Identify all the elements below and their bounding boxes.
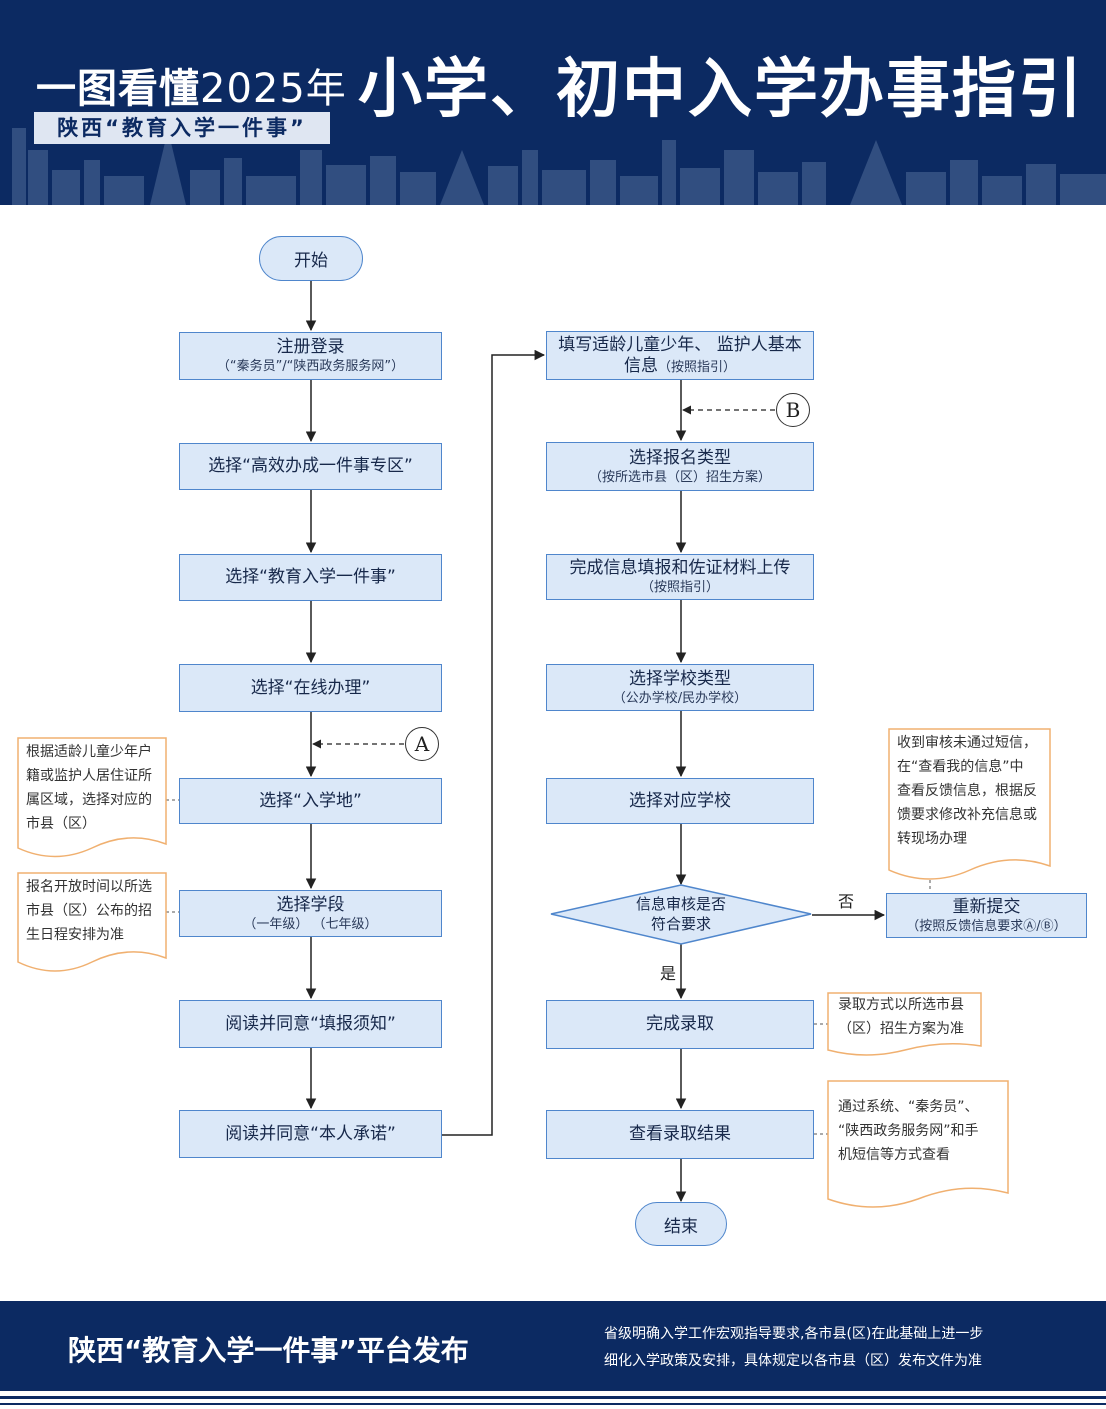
note-result: 通过系统、“秦务员”、 “陕西政务服务网”和手 机短信等方式查看 <box>832 1095 1008 1167</box>
note-line: 在“查看我的信息”中 <box>897 759 1024 775</box>
decision-diamond <box>550 884 812 945</box>
step-main: 填写适龄儿童少年、 监护人基本 <box>558 334 802 355</box>
step-admission: 完成录取 <box>546 1000 814 1049</box>
step-main: 选择“教育入学一件事” <box>225 567 396 587</box>
step-online: 选择“在线办理” <box>179 664 442 712</box>
note-line: 属区域，选择对应的 <box>26 792 152 808</box>
start-node: 开始 <box>259 236 363 281</box>
note-review: 收到审核未通过短信， 在“查看我的信息”中 查看反馈信息，根据反 馈要求修改补充… <box>891 731 1050 851</box>
footer-banner: 陕西“教育入学一件事”平台发布 省级明确入学工作宏观指导要求,各市县(区)在此基… <box>0 1301 1106 1391</box>
header-subtitle: 陕西“教育入学一件事” <box>34 112 330 144</box>
note-line: 生日程安排为准 <box>26 927 124 943</box>
note-line: 报名开放时间以所选 <box>26 879 152 895</box>
step-resubmit: 重新提交 （按照反馈信息要求Ⓐ/Ⓑ） <box>886 893 1087 938</box>
arrow-cross-to-right-column <box>442 349 546 1136</box>
step-sub: （按照指引） <box>657 359 736 375</box>
step-main: 阅读并同意“本人承诺” <box>225 1123 396 1144</box>
step-fill-info: 填写适龄儿童少年、 监护人基本 信息（按照指引） <box>546 331 814 380</box>
label-yes: 是 <box>660 964 677 983</box>
step-upload: 完成信息填报和佐证材料上传 （按照指引） <box>546 554 814 600</box>
note-line: 市县（区） <box>26 816 96 832</box>
step-main: 选择“入学地” <box>259 790 362 811</box>
note-admission: 录取方式以所选市县 （区）招生方案为准 <box>832 993 982 1041</box>
decision-line2: 符合要求 <box>650 915 711 933</box>
header-year: 2025年 <box>200 66 347 112</box>
step-school-type: 选择学校类型 （公办学校/民办学校） <box>546 664 814 711</box>
step-main: 完成信息填报和佐证材料上传 <box>569 558 791 578</box>
step-main: 重新提交 <box>952 896 1021 917</box>
step-view-result: 查看录取结果 <box>546 1110 814 1159</box>
note-line: 通过系统、“秦务员”、 <box>838 1099 979 1115</box>
step-main: 查看录取结果 <box>629 1124 731 1144</box>
note-line: 转现场办理 <box>897 831 967 847</box>
step-main-cont: 信息 <box>623 355 658 376</box>
connector-a: A <box>405 727 439 761</box>
note-line: “陕西政务服务网”和手 <box>838 1123 979 1139</box>
step-sub: （公办学校/民办学校） <box>612 690 748 706</box>
header-banner: 一图看懂2025年 陕西“教育入学一件事” 小学、初中入学办事指引 <box>0 0 1106 205</box>
header-line1: 一图看懂2025年 <box>36 56 347 114</box>
step-main: 注册登录 <box>276 337 345 357</box>
step-sub: （一年级） （七年级） <box>243 916 378 932</box>
note-line: 录取方式以所选市县 <box>838 997 964 1013</box>
step-main: 选择“高效办成一件事专区” <box>208 456 413 476</box>
step-main: 选择学段 <box>276 894 345 915</box>
step-select-grade: 选择学段 （一年级） （七年级） <box>179 890 442 937</box>
note-shape-result <box>827 1080 1009 1208</box>
note-line: （区）招生方案为准 <box>838 1021 964 1037</box>
step-main: 选择“在线办理” <box>250 677 371 698</box>
note-line: 市县（区）公布的招 <box>26 903 152 919</box>
note-shape-region <box>17 737 167 858</box>
footer-line2: 细化入学政策及安排，具体规定以各市县（区）发布文件为准 <box>604 1353 982 1369</box>
step-select-type: 选择报名类型 （按所选市县（区）招生方案） <box>546 442 814 491</box>
step-main: 选择对应学校 <box>629 790 731 811</box>
step-select-location: 选择“入学地” <box>179 778 442 824</box>
footer-line1: 省级明确入学工作宏观指导要求,各市县(区)在此基础上进一步 <box>604 1326 984 1342</box>
note-time: 报名开放时间以所选 市县（区）公布的招 生日程安排为准 <box>20 875 166 947</box>
step-main-line2: 信息（按照指引） <box>624 356 736 377</box>
step-select-zone: 选择“高效办成一件事专区” <box>179 443 442 490</box>
step-main: 完成录取 <box>646 1014 714 1034</box>
note-region: 根据适龄儿童少年户 籍或监护人居住证所 属区域，选择对应的 市县（区） <box>20 740 166 836</box>
step-select-education: 选择“教育入学一件事” <box>179 554 442 601</box>
step-register: 注册登录 （“秦务员”/“陕西政务服务网”） <box>179 332 442 380</box>
step-sub: （按照指引） <box>640 580 719 595</box>
connector-b: B <box>776 393 810 427</box>
note-line: 机短信等方式查看 <box>838 1147 950 1163</box>
label-no: 否 <box>838 892 855 911</box>
note-line: 馈要求修改补充信息或 <box>897 807 1037 823</box>
step-main: 选择报名类型 <box>629 447 731 468</box>
note-shape-admission <box>827 992 982 1056</box>
decision-line1: 信息审核是否 <box>635 895 726 913</box>
city-skyline-illustration <box>12 128 1106 205</box>
footer-publisher: 陕西“教育入学一件事”平台发布 <box>68 1334 469 1367</box>
step-read-pledge: 阅读并同意“本人承诺” <box>179 1110 442 1158</box>
step-select-school: 选择对应学校 <box>546 778 814 824</box>
end-node: 结束 <box>635 1202 727 1246</box>
step-main: 阅读并同意“填报须知” <box>225 1013 396 1034</box>
step-sub: （“秦务员”/“陕西政务服务网”） <box>216 359 405 374</box>
note-line: 查看反馈信息，根据反 <box>897 783 1037 799</box>
step-main: 选择学校类型 <box>629 668 731 689</box>
page-title: 小学、初中入学办事指引 <box>358 53 1084 127</box>
note-line: 收到审核未通过短信， <box>897 735 1037 751</box>
step-sub: （按所选市县（区）招生方案） <box>588 469 771 485</box>
footer-stripe <box>0 1396 1106 1399</box>
note-shape-time <box>17 872 167 972</box>
header-prefix: 一图看懂 <box>36 66 200 112</box>
step-read-notice: 阅读并同意“填报须知” <box>179 1000 442 1048</box>
step-sub: （按照反馈信息要求Ⓐ/Ⓑ） <box>906 918 1067 934</box>
note-line: 根据适龄儿童少年户 <box>26 744 152 760</box>
footer-disclaimer: 省级明确入学工作宏观指导要求,各市县(区)在此基础上进一步 细化入学政策及安排，… <box>604 1321 983 1375</box>
note-line: 籍或监护人居住证所 <box>26 768 152 784</box>
note-shape-review <box>888 728 1051 880</box>
footer-stripe <box>0 1403 1106 1405</box>
decision-text: 信息审核是否 符合要求 <box>601 894 761 934</box>
